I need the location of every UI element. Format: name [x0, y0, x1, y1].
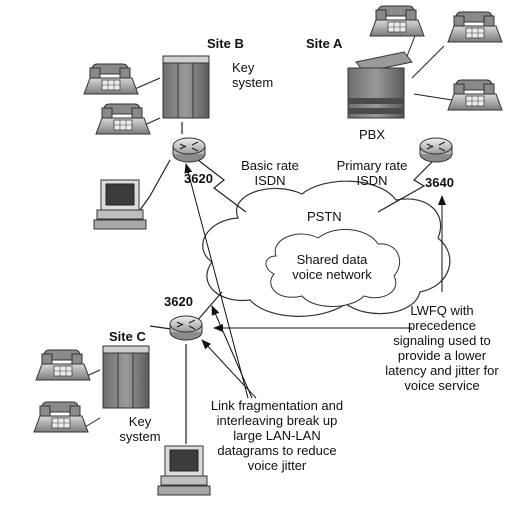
router-icon-a	[419, 137, 453, 163]
pstn-label: PSTN	[307, 209, 342, 224]
basic-rate-isdn-label: Basic rate ISDN	[241, 158, 299, 188]
site-c-label: Site C	[109, 329, 146, 344]
phone-icon-site-a-2	[447, 11, 503, 43]
phone-icon-site-c-2	[33, 401, 89, 433]
key-system-c-label: Key system	[119, 414, 161, 444]
primary-rate-isdn-label: Primary rate ISDN	[336, 158, 408, 188]
phone-icon-site-c-1	[35, 349, 91, 381]
router-a-label: 3640	[425, 175, 454, 190]
pbx-icon	[347, 51, 413, 119]
computer-icon-site-b	[93, 179, 147, 230]
key-system-b-label: Key system	[232, 60, 274, 90]
phone-icon-site-b-2	[95, 103, 151, 135]
router-icon-b	[172, 137, 206, 163]
link-fragmentation-annotation: Link fragmentation and interleaving brea…	[210, 398, 344, 473]
lwfq-annotation: LWFQ with precedence signaling used to p…	[385, 303, 499, 393]
phone-icon-site-b-1	[83, 63, 139, 95]
router-b-label: 3620	[184, 171, 213, 186]
pbx-label: PBX	[359, 127, 386, 142]
annotation-arrows	[184, 163, 446, 399]
phone-icon-site-a-3	[447, 79, 503, 111]
router-icon-c	[169, 315, 203, 341]
shared-network-label: Shared data voice network	[292, 252, 372, 282]
shared-network-cloud	[265, 228, 400, 307]
router-c-label: 3620	[164, 294, 193, 309]
key-system-c-icon	[102, 345, 150, 409]
site-b-label: Site B	[207, 36, 244, 51]
key-system-b-icon	[162, 55, 210, 119]
site-a-label: Site A	[306, 36, 343, 51]
phone-icon-site-a-1	[369, 5, 425, 37]
